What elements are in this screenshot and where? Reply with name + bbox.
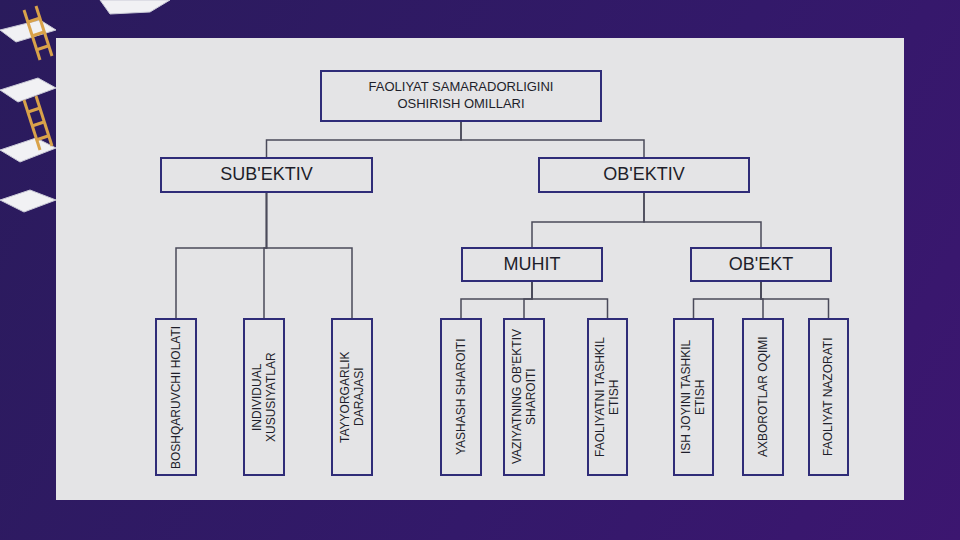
title-box: FAOLIYAT SAMARADORLIGINI OSHIRISH OMILLA… <box>320 70 602 122</box>
node-label: FAOLIYAT NAZORATI <box>821 323 835 471</box>
factor-box: VAZIYATNING OB'EKTIV SHAROITI <box>503 318 545 476</box>
category-box: OB'EKTIV <box>538 157 750 193</box>
factor-box: FAOLIYATNI TASHKIL ETISH <box>587 318 628 476</box>
node-label: MUHIT <box>504 253 561 276</box>
tree-connector <box>461 122 644 157</box>
node-label: INDIVIDUAL XUSUSIYATLAR <box>250 323 279 471</box>
tree-connector <box>694 282 762 318</box>
node-label: BOSHQARUVCHI HOLATI <box>169 323 183 471</box>
factor-box: ISH JOYINI TASHKIL ETISH <box>673 318 714 476</box>
node-label: ISH JOYINI TASHKIL ETISH <box>679 323 708 471</box>
tree-connector <box>532 193 644 247</box>
tree-connector <box>461 282 532 318</box>
factor-box: FAOLIYAT NAZORATI <box>808 318 849 476</box>
node-label: YASHASH SHAROITI <box>454 323 468 471</box>
factor-box: BOSHQARUVCHI HOLATI <box>155 318 197 476</box>
factor-box: INDIVIDUAL XUSUSIYATLAR <box>243 318 285 476</box>
node-label: FAOLIYAT SAMARADORLIGINI OSHIRISH OMILLA… <box>341 79 581 113</box>
tree-connector <box>532 282 608 318</box>
node-label: OB'EKTIV <box>603 163 684 186</box>
tree-connector <box>267 193 353 318</box>
tree-connector <box>644 193 761 247</box>
node-label: VAZIYATNING OB'EKTIV SHAROITI <box>510 323 539 471</box>
factor-box: AXBOROTLAR OQIMI <box>742 318 784 476</box>
node-label: OB'EKT <box>729 253 793 276</box>
subcategory-box: MUHIT <box>461 247 603 282</box>
category-box: SUB'EKTIV <box>160 157 373 193</box>
tree-connector <box>524 282 532 318</box>
node-label: AXBOROTLAR OQIMI <box>756 323 770 471</box>
subcategory-box: OB'EKT <box>690 247 832 282</box>
tree-connector <box>761 282 829 318</box>
node-label: FAOLIYATNI TASHKIL ETISH <box>593 323 622 471</box>
tree-connector <box>267 122 462 157</box>
node-label: SUB'EKTIV <box>220 163 312 186</box>
factor-box: TAYYORGARLIK DARAJASI <box>331 318 373 476</box>
factor-box: YASHASH SHAROITI <box>440 318 482 476</box>
ladder <box>24 6 52 150</box>
tree-connector <box>176 193 267 318</box>
node-label: TAYYORGARLIK DARAJASI <box>338 323 367 471</box>
